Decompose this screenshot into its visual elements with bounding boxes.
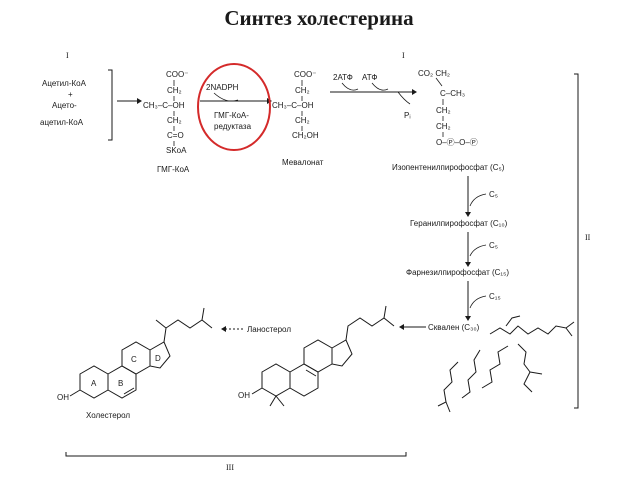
hmg-line-2: CH₂ — [167, 86, 182, 95]
lanosterol-structure — [251, 305, 395, 407]
stage-ii-label: II — [585, 233, 591, 242]
ipp-structure: CO₂ CH₂ C–CH₃ CH₂ CH₂ O–Ⓟ–O–Ⓟ — [418, 69, 478, 147]
ring-label-a: A — [91, 379, 97, 388]
c15-arc — [469, 295, 487, 309]
squalene-name: Сквален (C₃₀) — [428, 323, 480, 332]
atp-label: 2АТФ — [333, 73, 353, 82]
lanosterol-name: Ланостерол — [247, 325, 291, 334]
c5-arc-a — [469, 193, 487, 207]
cholesterol-name: Холестерол — [86, 411, 130, 420]
atp-label-2: АТФ — [362, 73, 377, 82]
atp-arc-1 — [341, 82, 359, 91]
reactant-plus: + — [68, 90, 73, 99]
mevalonate-name: Мевалонат — [282, 158, 324, 167]
mev-line-1: COO⁻ — [294, 70, 316, 79]
ipp-line-2: C–CH₃ — [440, 89, 465, 98]
ring-label-b: B — [118, 379, 123, 388]
cofactor-arc — [213, 92, 239, 102]
hmg-line-5: C=O — [167, 131, 184, 140]
hmg-line-6: SKoA — [166, 146, 187, 155]
ring-label-c: C — [131, 355, 137, 364]
ring-label-d: D — [155, 354, 161, 363]
cholesterol-oh: OH — [57, 393, 69, 402]
arrow-head-ipp — [412, 89, 417, 95]
c5-label-b: C₅ — [489, 241, 498, 250]
arrow-head-hmg — [137, 98, 142, 104]
c5-label-a: C₅ — [489, 190, 498, 199]
hmg-line-4: CH₂ — [167, 116, 182, 125]
mev-line-4: CH₂ — [295, 116, 310, 125]
mev-line-5: CH₂OH — [292, 131, 319, 140]
atp-arc-2 — [371, 82, 389, 91]
c5-arc-b — [469, 244, 487, 257]
reactant-acetoacetyl-coa: ацетил-КоА — [40, 118, 84, 127]
farnesyl-name: Фарнезилпирофосфат (C₁₅) — [406, 268, 509, 277]
c15-label: C₁₅ — [489, 292, 501, 301]
ipp-line-3: CH₂ — [436, 106, 451, 115]
ipp-name: Изопентенилпирофосфат (C₅) — [392, 163, 505, 172]
squalene-structure — [437, 315, 575, 413]
slide-title: Синтез холестерина — [224, 6, 414, 30]
hmg-coa-structure: COO⁻ CH₂ CH₃–C–OH CH₂ C=O SKoA ГМГ-КоА — [143, 70, 190, 174]
highlight-circle — [197, 63, 271, 151]
pi-arc — [397, 91, 411, 105]
stage-i-mark-right: I — [402, 51, 405, 60]
enzyme-name-line-2: редуктаза — [214, 122, 252, 131]
reactant-bracket — [108, 69, 113, 141]
ipp-line-4: CH₂ — [436, 122, 451, 131]
mev-line-2: CH₂ — [295, 86, 310, 95]
cholesterol-structure — [69, 307, 213, 399]
ipp-line-5: O–Ⓟ–O–Ⓟ — [436, 138, 478, 147]
stage-i-mark-left: I — [66, 51, 69, 60]
reactant-aceto: Ацето- — [52, 101, 77, 110]
reactant-acetyl-coa: Ацетил-КоА — [42, 79, 87, 88]
enzyme-name-line-1: ГМГ-КоА- — [214, 111, 249, 120]
hmg-line-1: COO⁻ — [166, 70, 188, 79]
lanosterol-oh: OH — [238, 391, 250, 400]
stage-ii-bracket — [574, 73, 579, 409]
stage-iii-label: III — [226, 463, 234, 472]
hmg-coa-name: ГМГ-КоА — [157, 165, 190, 174]
geranyl-name: Геранилпирофосфат (C₁₀) — [410, 219, 508, 228]
cofactor-nadph: 2NADPH — [206, 83, 239, 92]
stage-iii-bracket — [65, 452, 407, 457]
hmg-line-3: CH₃–C–OH — [143, 101, 185, 110]
pi-label: Pᵢ — [404, 111, 411, 120]
mevalonate-structure: COO⁻ CH₂ CH₃–C–OH CH₂ CH₂OH Мевалонат — [272, 70, 324, 167]
ipp-line-1: CO₂ CH₂ — [418, 69, 450, 78]
mev-line-3: CH₃–C–OH — [272, 101, 314, 110]
